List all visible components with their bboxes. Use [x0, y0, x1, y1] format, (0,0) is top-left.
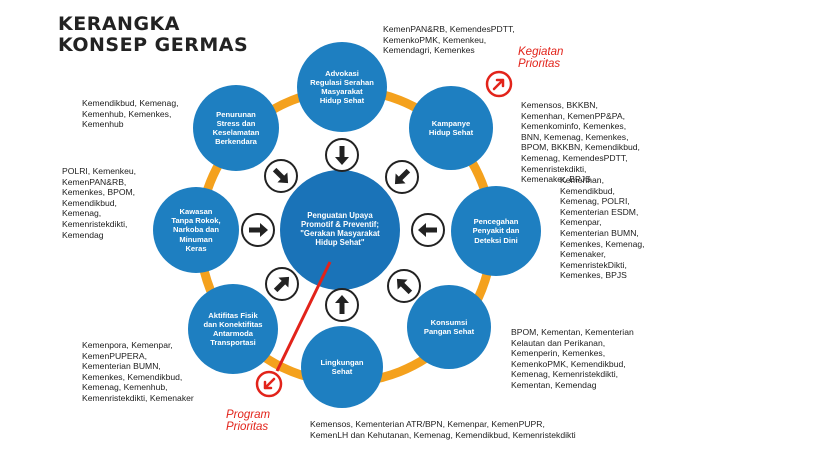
node-circle-pencegahan [451, 186, 541, 276]
node-circle-lingkungan [301, 326, 383, 408]
arrow-icon-top-left [264, 159, 298, 193]
arrow-icon-left [241, 213, 275, 247]
node-circle-advokasi [297, 42, 387, 132]
node-label-kampanye: Kampanye Hidup Sehat [428, 118, 474, 137]
node-circle-kampanye [409, 86, 493, 170]
title-line-2: KONSEP GERMAS [58, 34, 249, 56]
node-label-penurunan: Penurunan Stress dan Keselamatan Berkend… [212, 109, 260, 147]
arrow-icon-bottom-right [387, 269, 421, 303]
node-circle-penurunan [193, 85, 279, 171]
agencies-kampanye: Kemensos, BKKBN, Kemenhan, KemenPP&PA, K… [521, 100, 640, 185]
agencies-penurunan: Kemendikbud, Kemenag, Kemenhub, Kemenkes… [82, 98, 179, 130]
agencies-konsumsi: BPOM, Kementan, Kementerian Kelautan dan… [511, 327, 634, 390]
kegiatan-arrow-icon [485, 70, 513, 98]
arrow-icon-bottom [325, 288, 359, 322]
title-line-1: KERANGKA [58, 13, 180, 35]
agencies-aktifitas: Kemenpora, Kemenpar, KemenPUPERA, Kement… [82, 340, 194, 403]
node-label-advokasi: Advokasi Regulasi Serahan Masyarakat Hid… [310, 68, 374, 106]
agencies-lingkungan: Kemensos, Kementerian ATR/BPN, Kemenpar,… [310, 419, 576, 440]
center-circle [280, 170, 400, 290]
node-label-kawasan: Kawasan Tanpa Rokok, Narkoba dan Minuman… [171, 206, 221, 253]
arrow-icon-top [325, 138, 359, 172]
node-circle-kawasan [153, 187, 239, 273]
node-label-konsumsi: Konsumsi Pangan Sehat [423, 317, 475, 336]
program-prioritas-label: Program Prioritas [226, 409, 271, 433]
center-label: Penguatan Upaya Promotif & Preventif; "G… [300, 210, 380, 248]
diagram-title: KERANGKA KONSEP GERMAS [58, 14, 248, 56]
program-arrow-icon [255, 370, 283, 398]
program-pointer-line [275, 261, 332, 372]
agencies-kawasan: POLRI, Kemenkeu, KemenPAN&RB, Kemenkes, … [62, 166, 137, 240]
arrow-icon-bottom-left [265, 267, 299, 301]
node-label-lingkungan: Lingkungan Sehat [320, 357, 364, 376]
agencies-advokasi: KemenPAN&RB, KemendesPDTT, KemenkoPMK, K… [383, 24, 515, 56]
agencies-pencegahan: Kemenhan, Kemendikbud, Kemenag, POLRI, K… [560, 175, 645, 281]
node-circle-aktifitas [188, 284, 278, 374]
node-label-pencegahan: Pencegahan Penyakit dan Deteksi Dini [472, 217, 520, 245]
kegiatan-prioritas-label: Kegiatan Prioritas [518, 46, 564, 70]
arrow-icon-right [411, 213, 445, 247]
arrow-icon-top-right [385, 160, 419, 194]
node-label-aktifitas: Aktifitas Fisik dan Konektifitas Antarmo… [203, 310, 263, 348]
node-circle-konsumsi [407, 285, 491, 369]
